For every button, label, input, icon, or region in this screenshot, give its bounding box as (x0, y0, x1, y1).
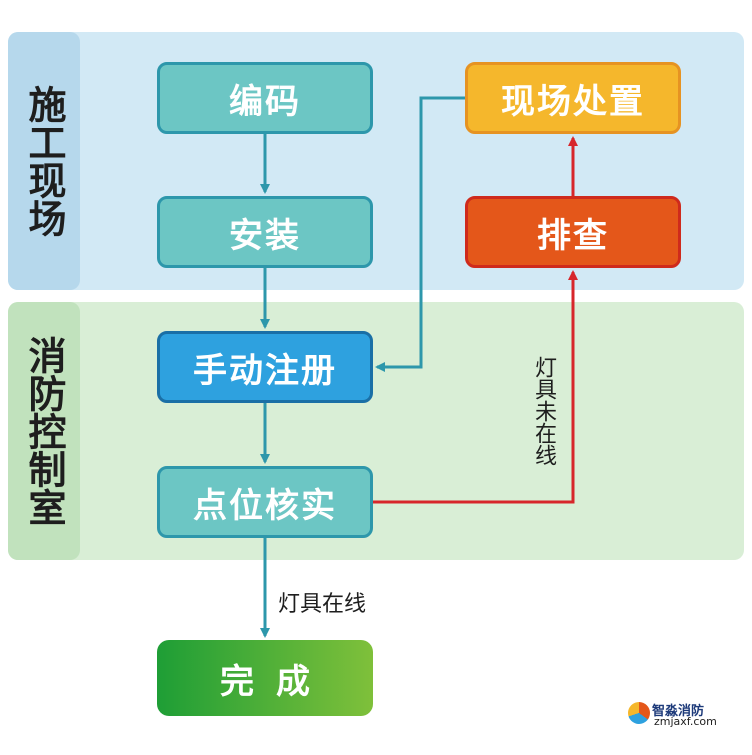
control-room-lane-label: 消防控制室 (22, 336, 66, 526)
site-lane-header (8, 32, 80, 290)
brand-logo-url: zmjaxf.com (654, 715, 717, 728)
control-room-lane (8, 302, 744, 560)
site-lane-label: 施工现场 (22, 85, 66, 237)
brand-logo-icon (628, 702, 650, 724)
arrow-dispose-to-register (375, 96, 465, 372)
node-register: 手动注册 (157, 331, 373, 403)
node-verify: 点位核实 (157, 466, 373, 538)
control-room-lane-header (8, 302, 80, 560)
arrow-verify-to-check (373, 270, 578, 504)
node-done: 完成 (157, 640, 373, 716)
edge-label-lamp-offline: 灯具未在线 (531, 356, 556, 466)
node-on-site-disposal: 现场处置 (465, 62, 681, 134)
brand-logo-name: 智淼消防 (652, 704, 705, 719)
edge-label-lamp-online: 灯具在线 (278, 592, 367, 617)
node-install: 安装 (157, 196, 373, 268)
node-code: 编码 (157, 62, 373, 134)
brand-logo: 智淼消防 zmjaxf.com (628, 700, 738, 730)
node-troubleshoot: 排查 (465, 196, 681, 268)
